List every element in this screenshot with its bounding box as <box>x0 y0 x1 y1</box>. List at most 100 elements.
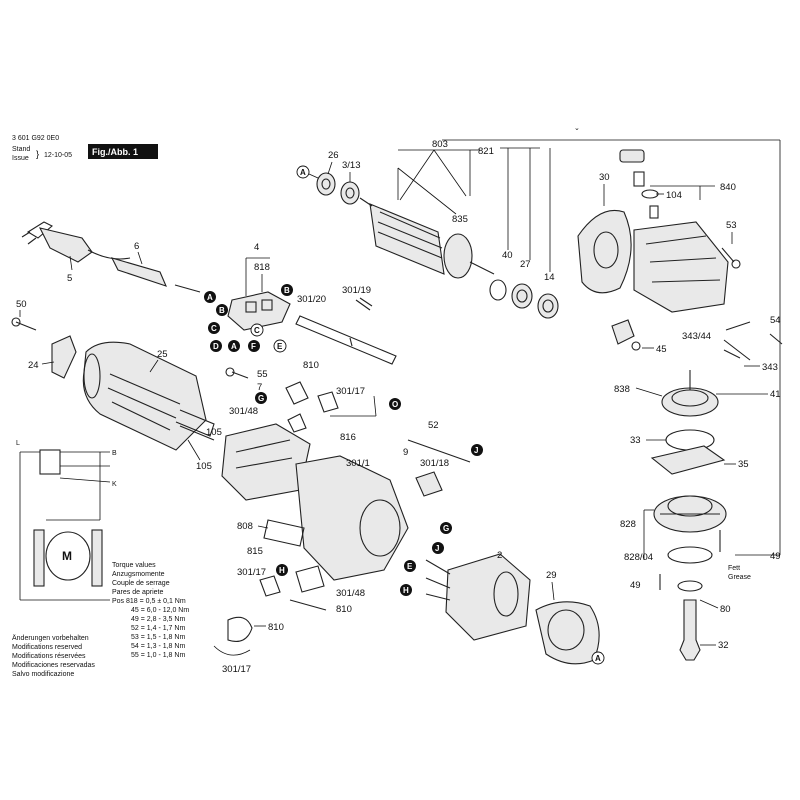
armature-803 <box>359 197 495 279</box>
ref-circle-A-cord: A <box>204 291 216 303</box>
label-105b: 105 <box>196 461 212 472</box>
label-828-04: 828/04 <box>624 552 653 563</box>
bearing-14 <box>537 293 559 319</box>
label-80: 80 <box>720 604 731 615</box>
fan-baffle-29 <box>535 601 600 665</box>
main-housing-301-1 <box>295 455 409 581</box>
label-821: 821 <box>478 146 494 157</box>
changes-line-3: Modificaciones reservadas <box>12 662 95 669</box>
brush-810c <box>227 616 253 643</box>
ref-circle-E-switch: E <box>273 339 287 353</box>
gear-housing-821 <box>633 221 729 313</box>
field-2 <box>425 553 531 641</box>
cable-52 <box>407 439 471 463</box>
label-810b: 810 <box>336 604 352 615</box>
svg-text:H: H <box>403 586 409 595</box>
svg-text:A: A <box>231 342 237 351</box>
brush-holder-lower <box>259 565 327 611</box>
label-810c: 810 <box>268 622 284 633</box>
label-49a: 49 <box>630 580 641 591</box>
ref-circle-A-top: A <box>296 165 310 179</box>
ref-circle-C: C <box>208 322 220 334</box>
snap-ring-40 <box>489 279 507 301</box>
lock-button-parts <box>619 149 659 219</box>
ref-circle-J-cable: J <box>471 444 483 456</box>
label-54: 54 <box>770 315 781 326</box>
stand-label: Stand <box>12 146 30 153</box>
bearing-3-13 <box>340 181 360 205</box>
label-50: 50 <box>16 299 27 310</box>
screw-53 <box>721 247 741 269</box>
ref-circle-D-switch: D <box>210 340 222 352</box>
changes-line-4: Salvo modificazione <box>12 671 74 678</box>
label-810a: 810 <box>303 360 319 371</box>
svg-text:D: D <box>213 342 219 351</box>
issue-date: 12-10-05 <box>44 152 72 159</box>
label-24: 24 <box>28 360 39 371</box>
washer-27 <box>511 283 533 309</box>
brush-holders-816 <box>285 381 339 433</box>
power-cord-plug <box>21 221 131 263</box>
label-45: 45 <box>656 344 667 355</box>
label-808: 808 <box>237 521 253 532</box>
ref-circle-A-switch: A <box>228 340 240 352</box>
label-41: 41 <box>770 389 781 400</box>
torque-line-2: Pares de apriete <box>112 589 163 596</box>
label-32: 32 <box>718 640 729 651</box>
changes-line-0: Änderungen vorbehalten <box>12 634 89 642</box>
ref-circle-F: F <box>248 340 260 352</box>
label-301-17c: 301/17 <box>222 664 251 675</box>
svg-text:E: E <box>407 562 413 571</box>
label-301-17b: 301/17 <box>237 567 266 578</box>
bearing-flange-35 <box>650 445 726 475</box>
torque-line-0: Anzugsmomente <box>112 571 165 578</box>
header-brace: } <box>36 149 39 160</box>
ref-circle-G-brush: G <box>255 392 267 404</box>
figure-label-box <box>88 144 158 159</box>
switch-housing-301-1 <box>221 423 311 501</box>
torque-line-3: Pos 818 = 0,5 ± 0,1 Nm <box>112 598 186 605</box>
label-301-18: 301/18 <box>420 458 449 469</box>
ref-circle-E-field: E <box>404 560 416 572</box>
ref-circle-H-brush: H <box>276 564 288 576</box>
label-27: 27 <box>520 259 531 270</box>
ref-circle-C-right: C <box>250 323 264 337</box>
fett-label: Fett <box>728 565 740 572</box>
svg-text:A: A <box>595 654 601 663</box>
ref-circle-G-field: G <box>440 522 452 534</box>
label-301-48b: 301/48 <box>336 588 365 599</box>
label-343: 343 <box>762 362 778 373</box>
svg-text:A: A <box>300 168 306 177</box>
label-55: 55 <box>257 369 268 380</box>
switch-module-4 <box>227 291 291 331</box>
label-835: 835 <box>452 214 468 225</box>
label-3-13: 3/13 <box>342 160 361 171</box>
ball-bearing-26 <box>316 172 336 196</box>
ref-circle-B-left: B <box>216 304 228 316</box>
wiring-label-L: L <box>16 440 20 447</box>
label-4: 4 <box>254 242 259 253</box>
o-ring-33 <box>665 429 715 451</box>
torque-values-block: Torque values Anzugsmomente Couple de se… <box>112 562 189 659</box>
torque-title: Torque values <box>112 562 156 569</box>
motor-symbol-M: M <box>62 549 72 563</box>
svg-text:B: B <box>284 286 290 295</box>
wiring-label-B: B <box>112 450 117 457</box>
crown-gear-838 <box>661 370 719 417</box>
label-840: 840 <box>720 182 736 193</box>
screw-55 <box>225 367 249 379</box>
torque-line-1: Couple de serrage <box>112 580 170 587</box>
svg-text:B: B <box>219 306 225 315</box>
label-26: 26 <box>328 150 339 161</box>
label-2: 2 <box>497 550 502 561</box>
label-815: 815 <box>247 546 263 557</box>
changes-reserved-block: Änderungen vorbehalten Modifications res… <box>12 634 95 678</box>
label-838: 838 <box>614 384 630 395</box>
slide-bar-301-20 <box>295 315 397 365</box>
bearing-flange-30 <box>577 209 632 294</box>
svg-text:F: F <box>251 342 256 351</box>
label-5: 5 <box>67 273 72 284</box>
changes-line-2: Modifications réservées <box>12 653 86 660</box>
screw-54 <box>769 333 783 345</box>
